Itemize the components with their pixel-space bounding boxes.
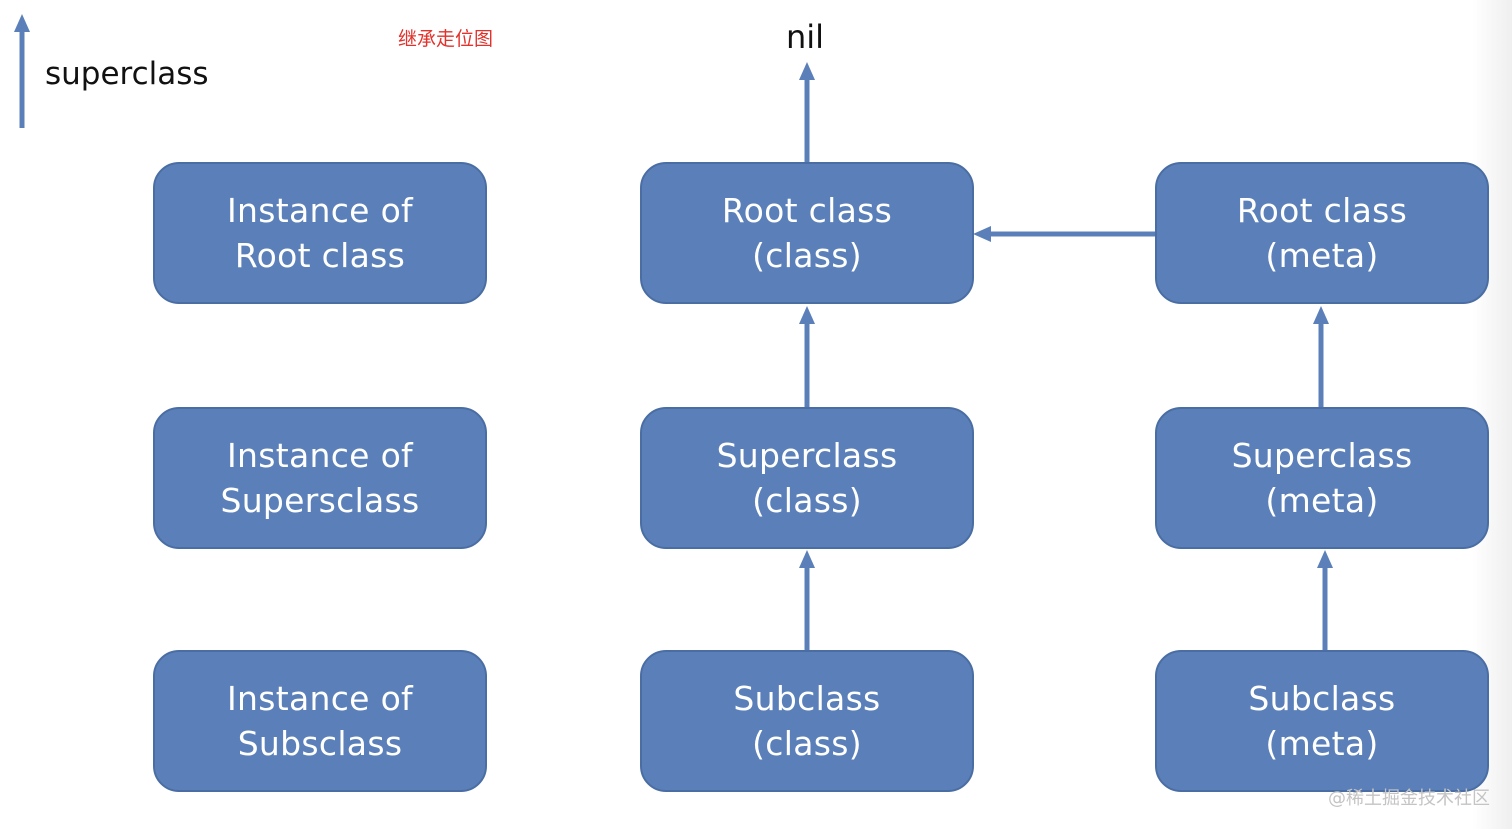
edge-root-meta-to-root-class [973,226,1155,242]
node-label-line: Root class [1236,191,1408,230]
node-label-line: Superclass [1231,436,1413,475]
node-sub-meta: Subclass (meta) [1155,650,1489,792]
node-super-meta: Superclass (meta) [1155,407,1489,549]
edge-super-meta-to-root-meta [1313,306,1329,407]
edge-super-class-to-root-class [799,306,815,407]
node-instance-sub: Instance of Subsclass [153,650,487,792]
node-root-meta: Root class (meta) [1155,162,1489,304]
node-label-line: (meta) [1265,481,1379,520]
node-label-line: Root class [234,236,406,275]
node-label-line: (class) [752,236,862,275]
node-label-line: Subclass [1248,679,1396,718]
node-label-line: (class) [752,481,862,520]
node-label-line: Instance of [227,679,413,718]
node-label-line: Instance of [227,191,413,230]
legend-label: superclass [45,56,209,92]
edge-root-class-to-nil [799,62,815,162]
node-label-line: (meta) [1265,724,1379,763]
node-label-line: (meta) [1265,236,1379,275]
edge-sub-class-to-super-class [799,550,815,650]
node-label-line: (class) [752,724,862,763]
legend-arrow-icon [14,14,30,128]
watermark: @稀土掘金技术社区 [1328,788,1490,809]
node-instance-super: Instance of Supersclass [153,407,487,549]
nil-label: nil [785,18,825,56]
node-label-line: Subclass [733,679,881,718]
edge-sub-meta-to-super-meta [1317,550,1333,650]
node-label-line: Instance of [227,436,413,475]
node-sub-class: Subclass (class) [640,650,974,792]
node-label-line: Supersclass [220,481,420,520]
node-label-line: Superclass [716,436,898,475]
node-instance-root: Instance of Root class [153,162,487,304]
node-root-class: Root class (class) [640,162,974,304]
node-label-line: Root class [721,191,893,230]
node-super-class: Superclass (class) [640,407,974,549]
diagram-title: 继承走位图 [398,28,494,50]
node-label-line: Subsclass [237,724,403,763]
